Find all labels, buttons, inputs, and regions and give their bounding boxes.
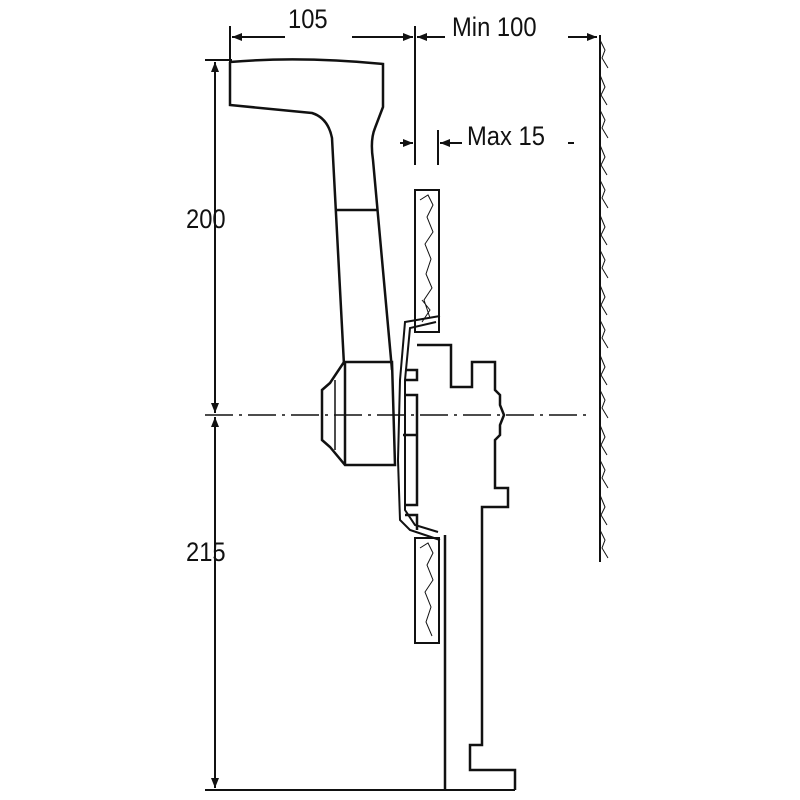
cover-plate	[396, 315, 441, 541]
dimension-vertical	[205, 59, 515, 791]
label-min-100: Min 100	[452, 12, 537, 42]
valve-body	[403, 343, 517, 790]
label-max-15: Max 15	[467, 121, 545, 151]
label-200: 200	[186, 204, 226, 234]
dimension-max-15	[400, 130, 574, 165]
label-215: 215	[186, 537, 226, 567]
wall	[599, 35, 609, 562]
label-105: 105	[288, 4, 328, 34]
wall-panel	[414, 189, 440, 644]
lever-handle	[228, 58, 397, 467]
dimension-105	[229, 26, 416, 165]
